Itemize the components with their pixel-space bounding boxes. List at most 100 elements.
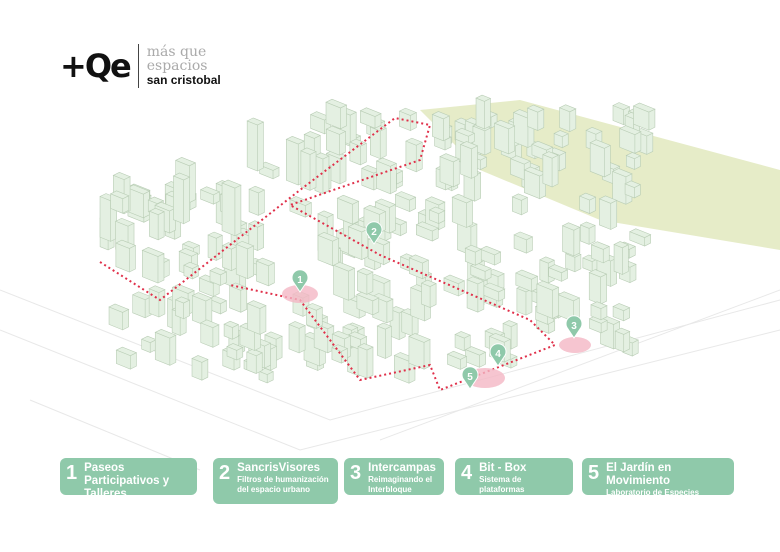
building [141,246,165,284]
building-blocks [99,94,656,384]
building [221,179,242,237]
building [309,111,332,135]
building [359,107,382,129]
building [523,166,547,200]
building [466,276,485,313]
building [464,244,482,266]
building [553,130,569,149]
project-title: El Jardín en Movimiento [606,462,672,487]
building [482,282,506,302]
building [542,151,559,188]
building [515,269,539,292]
building [420,279,437,308]
project-subtitle: Sistema de plataformas modulares [479,475,525,504]
building [109,190,130,214]
building [289,196,313,218]
building [325,125,347,156]
building [357,343,374,379]
logo: +Qe más que espacios san cristobal [60,44,221,88]
building [208,295,228,315]
building [248,220,265,252]
building [332,261,356,301]
building [154,328,177,366]
building [578,192,597,215]
building [356,291,380,316]
building [115,239,137,273]
building [405,137,423,173]
building [148,285,166,318]
building [479,245,502,266]
logo-line3: san cristobal [146,73,221,87]
building [446,350,468,370]
building [108,303,130,331]
building [632,102,656,131]
building [349,138,368,166]
building [513,231,534,254]
building [255,257,276,287]
building [228,282,248,313]
project-card-1: 1 Paseos Participativos y Talleres [60,458,197,500]
building [300,147,317,191]
building [612,303,631,322]
building [223,320,240,340]
building [614,327,631,353]
building [598,195,618,230]
building [209,267,228,286]
building [183,261,200,280]
building [439,153,461,188]
building [235,240,255,280]
building [317,232,340,267]
building [624,180,642,199]
building [305,303,324,329]
building [455,127,476,145]
building [131,291,152,319]
building [246,348,263,374]
marker-label: 1 [297,275,303,286]
project-subtitle: Filtros de humanización del espacio urba… [237,475,329,494]
project-number: 2 [219,462,231,484]
building [558,104,577,133]
logo-mark: +Qe [60,47,132,85]
marker-label: 4 [495,349,501,360]
project-title: Intercampas [368,462,436,474]
marker-label: 5 [467,372,473,383]
building [347,223,369,261]
building [629,228,652,247]
building [443,274,466,297]
map-marker-1: 1 [291,269,309,293]
building [246,300,267,335]
building [148,207,165,241]
building [325,98,348,130]
building [174,296,191,320]
project-number: 1 [66,462,78,484]
building [258,161,280,180]
logo-line1: más que [146,44,207,60]
building [115,346,138,370]
logo-divider [137,44,139,88]
project-title: SancrisVisores [237,462,321,474]
building [246,117,265,172]
building [475,94,492,130]
project-number: 4 [461,462,473,484]
building [470,262,492,281]
building [459,141,479,179]
building [140,335,157,353]
project-number: 3 [350,462,362,484]
building [200,319,220,348]
project-number: 5 [588,462,600,484]
building [579,221,596,245]
building [625,152,642,170]
building [454,331,471,352]
building [589,139,612,178]
building [428,206,446,225]
building [248,185,266,216]
building [590,301,608,321]
building [547,264,569,282]
building [526,104,545,132]
building [464,346,487,368]
building [288,321,306,354]
building [376,322,393,359]
